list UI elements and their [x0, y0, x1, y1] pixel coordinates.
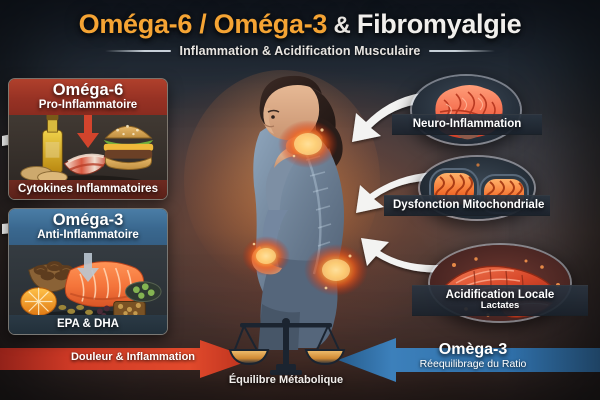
mito-label-text: Dysfonction Mitochondriale: [393, 199, 545, 211]
douleur-inflammation-label: Douleur & Inflammation: [70, 351, 196, 363]
brain-image: [410, 74, 522, 146]
subtitle-divider-left: [104, 50, 171, 52]
subtitle-divider-right: [429, 50, 496, 52]
title-ampersand: &: [327, 12, 357, 39]
page-subtitle: Inflammation & Acidification Musculaire: [179, 44, 421, 58]
central-figure-illustration: [176, 60, 388, 352]
acidification-label-text: Acidification Locale: [445, 289, 555, 301]
omega6-title: Oméga-6: [52, 81, 124, 99]
neuro-inflammation-label: Neuro-Inflammation: [392, 114, 542, 135]
omega3-down-arrow: [77, 253, 99, 282]
omega3-header-band: Oméga-3 Anti-Inflammatoire: [9, 209, 167, 246]
omega3-rebalance-label: Omèga-3 Réequilibrage du Ratio: [378, 341, 568, 370]
card-omega-6[interactable]: Oméga-6 Pro-Inflammatoire Cytokines Infl…: [8, 78, 168, 200]
mitochondrial-dysfunction-label: Dysfonction Mitochondriale: [384, 195, 550, 216]
omega6-subtitle: Pro-Inflammatoire: [38, 99, 138, 112]
omega3-footer-label: EPA & DHA: [9, 315, 167, 334]
card-dysfonction-mitochondriale[interactable]: Dysfonction Mitochondriale: [384, 155, 550, 231]
card-neuro-inflammation[interactable]: Neuro-Inflammation: [392, 74, 542, 152]
omega3-subtitle: Anti-Inflammatoire: [37, 229, 139, 242]
balance-scale-icon: [224, 318, 348, 378]
arrow-inward-right-lower: [361, 238, 452, 273]
page-title: Oméga-6 / Oméga-3 & Fibromyalgie: [0, 9, 600, 40]
omega3-title: Oméga-3: [52, 211, 124, 229]
card-acidification-locale[interactable]: Acidification Locale Lactates: [412, 243, 588, 329]
omega6-down-arrow: [77, 115, 99, 148]
omega6-header-band: Oméga-6 Pro-Inflammatoire: [9, 79, 167, 116]
omega3-bottom-sub: Réequilibrage du Ratio: [419, 358, 527, 370]
lactates-sublabel: Lactates: [480, 300, 520, 311]
title-omega-ratio: Oméga-6 / Oméga-3: [78, 9, 328, 39]
equilibre-metabolique-caption: Équilibre Métabolique: [228, 374, 344, 386]
acidification-locale-label: Acidification Locale Lactates: [412, 285, 588, 316]
omega6-footer-label: Cytokines Inflammatoires: [9, 180, 167, 199]
title-fibromyalgie: Fibromyalgie: [356, 9, 522, 39]
poster-header: Oméga-6 / Oméga-3 & Fibromyalgie Inflamm…: [0, 0, 600, 72]
subtitle-row: Inflammation & Acidification Musculaire: [0, 44, 600, 58]
neuro-label-text: Neuro-Inflammation: [412, 118, 522, 130]
card-omega-3[interactable]: Oméga-3 Anti-Inflammatoire EPA & DHA: [8, 208, 168, 335]
arrow-douleur-inflammation: [0, 340, 254, 378]
arrow-omega3-rebalance: [338, 338, 600, 382]
omega3-bottom-title: Omèga-3: [438, 341, 508, 358]
